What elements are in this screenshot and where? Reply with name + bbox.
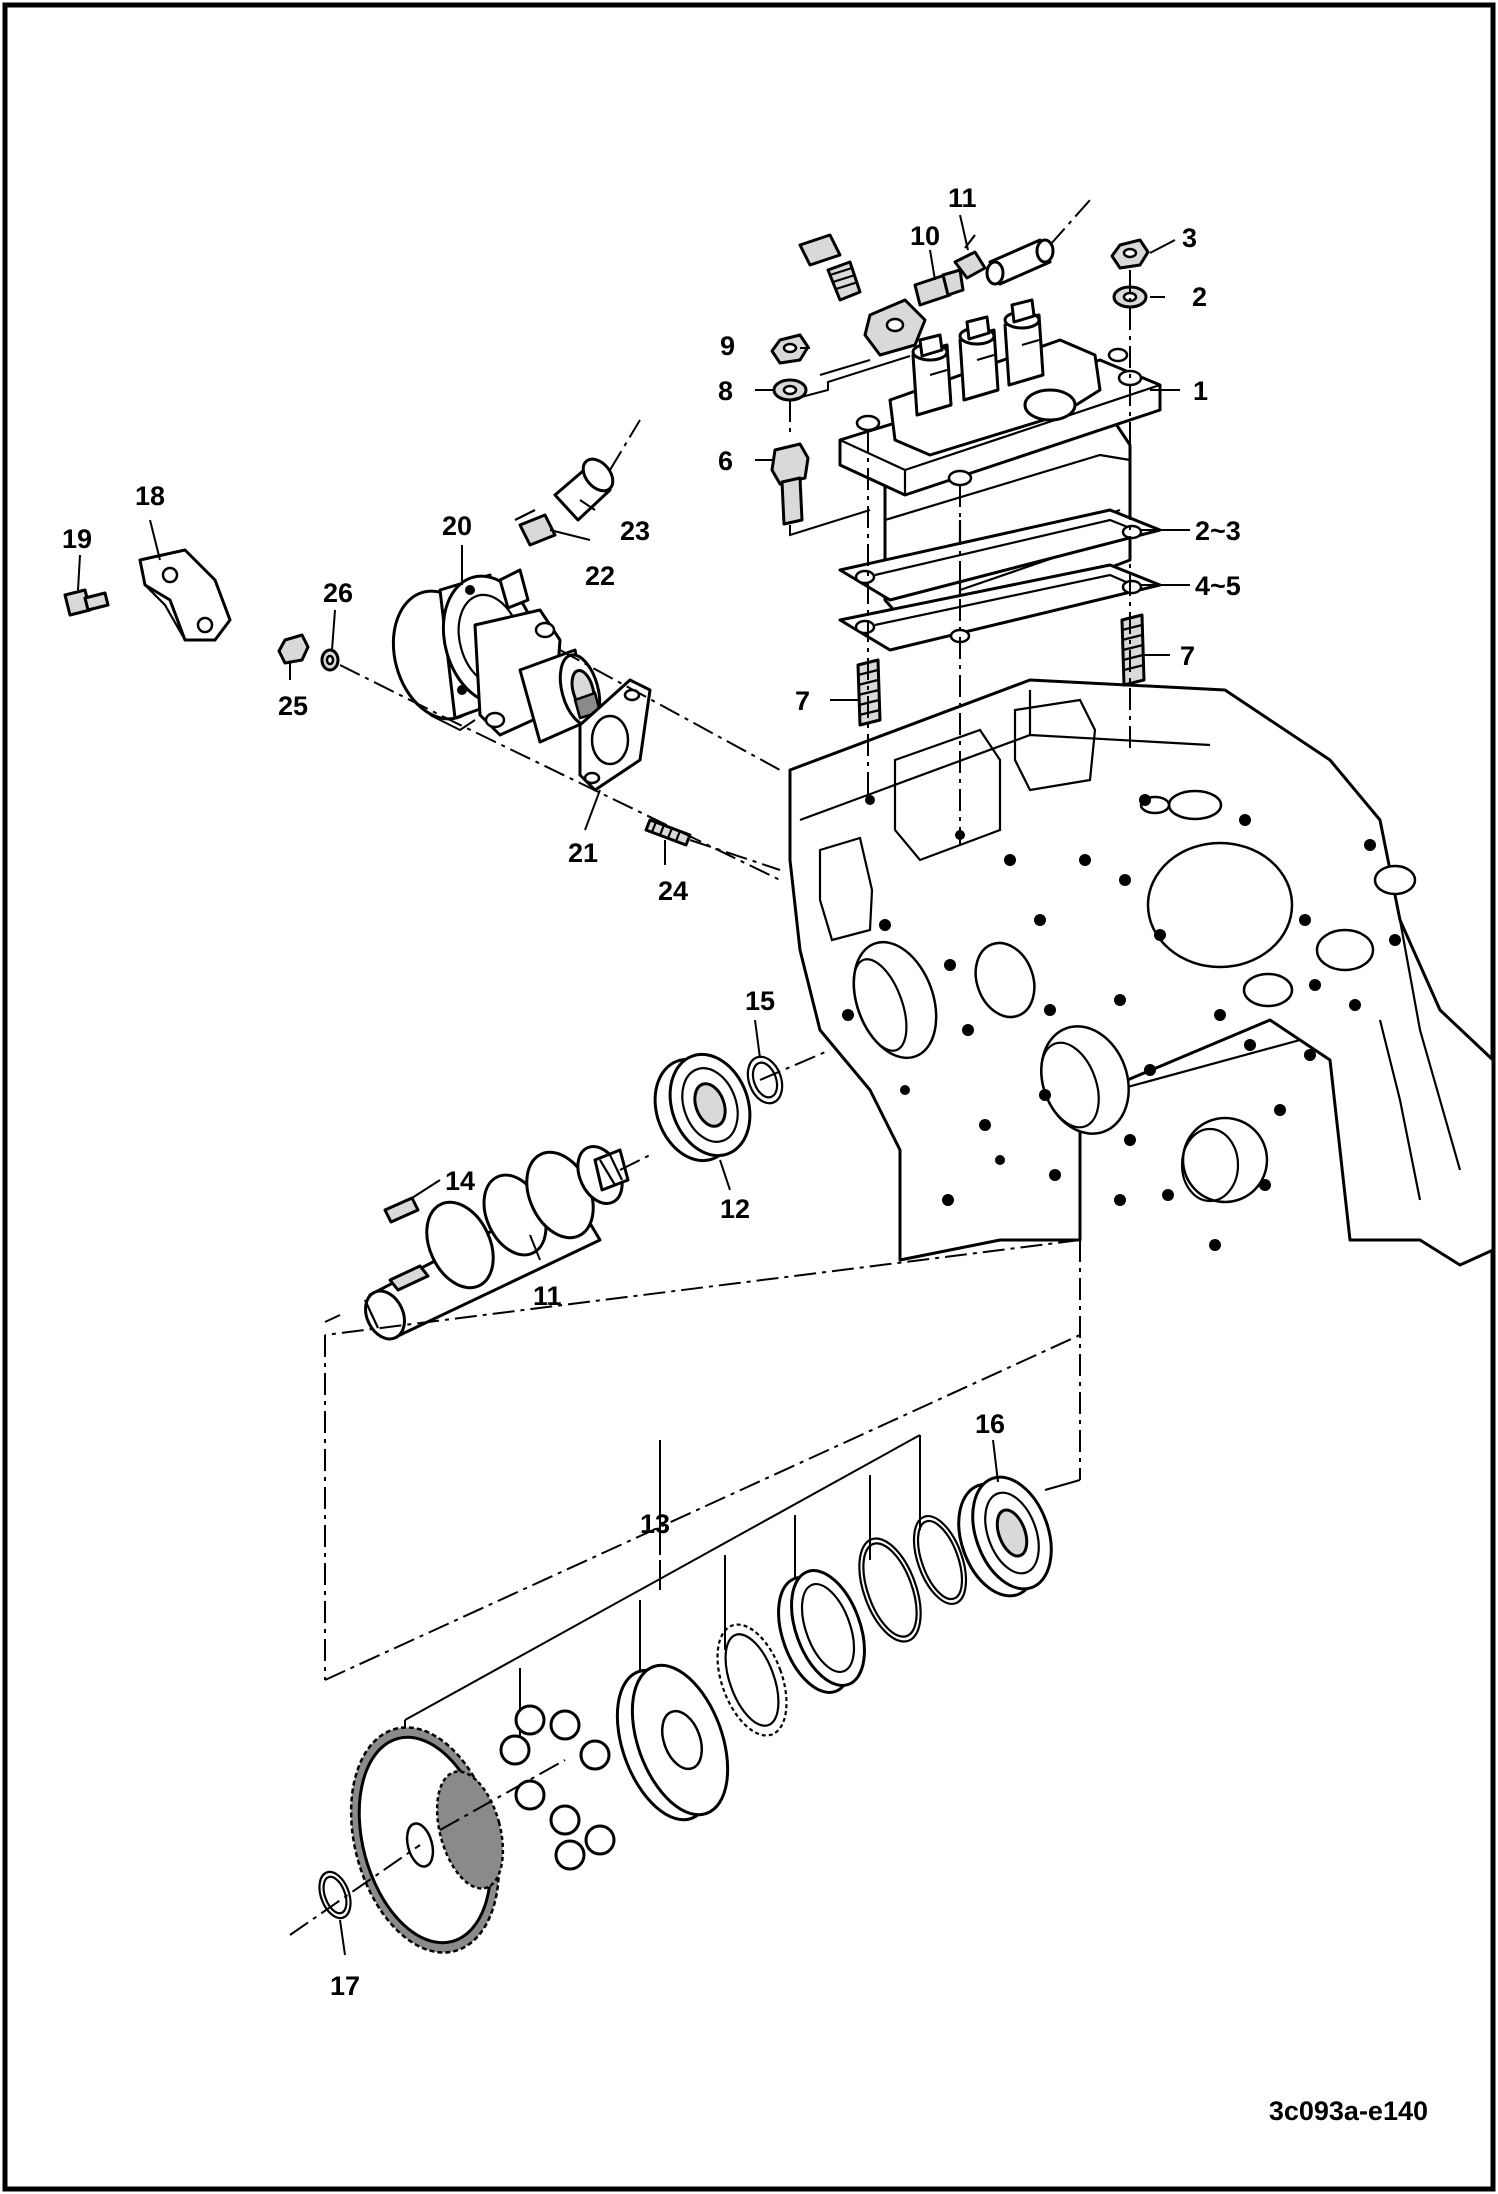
callout-2-3: 2~3: [1195, 516, 1241, 546]
leader-box-16: [1044, 1479, 1081, 1491]
injection-pump-gear: [349, 1726, 505, 1954]
bearing-16: [957, 1475, 1053, 1598]
callout-11-cam: 11: [533, 1281, 562, 1311]
camshaft: [364, 1145, 630, 1341]
leader-8-pump: [789, 355, 911, 401]
circlip-15: [746, 1055, 784, 1105]
guide-feed-2: [559, 649, 781, 771]
guide-gear-axis-1: [289, 1844, 421, 1936]
stud-7-left: [856, 658, 882, 727]
guide-feed-top: [609, 419, 641, 471]
callout-8: 8: [718, 376, 733, 406]
callout-25: 25: [278, 691, 308, 721]
callout-7-left: 7: [795, 686, 810, 716]
cover-18: [138, 548, 232, 642]
bearing-race: [777, 1569, 866, 1694]
ball-retainer: [716, 1623, 788, 1737]
thrust-plate: [615, 1663, 730, 1822]
callout-9: 9: [720, 331, 735, 361]
callout-3: 3: [1182, 223, 1197, 253]
key-14: [383, 1196, 420, 1224]
callout-1: 1: [1193, 376, 1208, 406]
leader-9-pump: [819, 359, 871, 376]
callout-2: 2: [1192, 282, 1207, 312]
hose-clip-11: [953, 234, 987, 280]
guide-feed-3: [689, 839, 781, 871]
callout-13: 13: [640, 1509, 670, 1539]
guide-gear-axis-2: [439, 1759, 566, 1831]
leader-6-pump: [789, 509, 871, 537]
callout-4-5: 4~5: [1195, 571, 1241, 601]
engine-block: [788, 678, 1495, 1267]
callout-18: 18: [135, 481, 165, 511]
callout-21: 21: [568, 838, 598, 868]
guide-cam-3: [324, 1314, 341, 1323]
figure-code: 3c093a-e140: [1269, 2096, 1428, 2126]
callout-23: 23: [620, 516, 650, 546]
callout-11-top: 11: [948, 183, 977, 213]
guide-box-top: [324, 1239, 1081, 1336]
leader-feed-bracket: [429, 714, 476, 732]
callout-26: 26: [323, 578, 353, 608]
callout-12: 12: [720, 1194, 750, 1224]
callout-17: 17: [330, 1971, 360, 2001]
callout-16: 16: [975, 1409, 1005, 1439]
stud-24: [644, 818, 692, 847]
guide-cam-2: [759, 1049, 831, 1081]
callout-22: 22: [585, 561, 615, 591]
callout-20: 20: [442, 511, 472, 541]
guide-feed-1: [339, 664, 781, 881]
guide-cam-1: [619, 1154, 651, 1171]
washer-26: [320, 648, 340, 672]
hose-23: [553, 457, 615, 522]
circlip-17: [318, 1870, 352, 1920]
o-ring-2: [912, 1515, 968, 1605]
gasket-21: [578, 678, 652, 792]
guide-box-bottom: [324, 1334, 1081, 1681]
callout-15: 15: [745, 986, 775, 1016]
feed-pump: [391, 568, 602, 744]
bolt-19: [63, 588, 110, 617]
callout-19: 19: [62, 524, 92, 554]
fuel-hose-pipe: [985, 238, 1055, 286]
stud-7-right: [1120, 613, 1146, 687]
clip-22: [514, 509, 557, 547]
callout-24: 24: [658, 876, 688, 906]
callout-14: 14: [445, 1166, 475, 1196]
bolt-6: [770, 442, 810, 526]
callout-10: 10: [910, 221, 940, 251]
leader-lines: [77, 214, 1190, 1956]
nut-9: [770, 333, 810, 365]
bearing-12: [653, 1052, 752, 1163]
balls: [499, 1704, 616, 1871]
banjo-fitting: [798, 233, 965, 357]
nut-25: [277, 633, 310, 665]
callout-6: 6: [718, 446, 733, 476]
o-ring-1: [858, 1537, 922, 1643]
nut-3: [1110, 238, 1150, 270]
guide-pump-1: [1049, 199, 1091, 246]
callout-7-right: 7: [1180, 641, 1195, 671]
